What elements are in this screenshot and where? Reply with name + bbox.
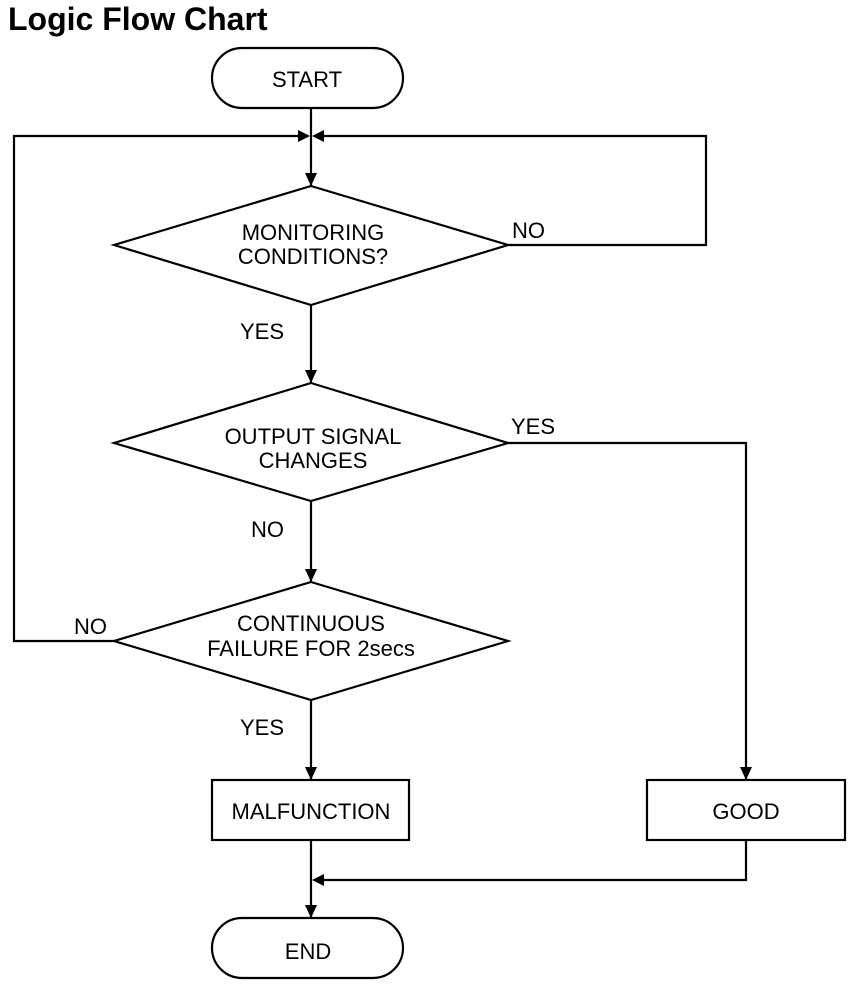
connector-output-yes <box>508 441 748 780</box>
failure-label-line-2: FAILURE FOR 2secs <box>207 636 415 661</box>
output-signal-label-line-1: OUTPUT SIGNAL <box>225 424 402 449</box>
monitoring-conditions-decision: MONITORING CONDITIONS? <box>110 184 512 307</box>
edge-label-monitoring-yes: YES <box>240 319 284 344</box>
edge-label-output-no: NO <box>251 517 284 542</box>
edge-label-output-yes: YES <box>511 414 555 439</box>
good-box: GOOD <box>645 778 847 842</box>
arrowhead-into-monitoring <box>305 173 317 186</box>
start-label: START <box>272 67 342 92</box>
connector-failure-no-loop <box>12 134 308 643</box>
arrowheads <box>298 130 752 918</box>
edge-label-failure-no: NO <box>74 614 107 639</box>
arrowhead-into-good <box>740 767 752 780</box>
arrowhead-into-malfunction <box>305 767 317 780</box>
connector-good-end <box>314 840 748 882</box>
arrowhead-into-start-line-left <box>298 130 310 142</box>
malfunction-label: MALFUNCTION <box>232 799 391 824</box>
arrowhead-into-failure <box>305 569 317 582</box>
malfunction-box: MALFUNCTION <box>210 778 411 842</box>
page-title: Logic Flow Chart <box>8 1 268 37</box>
connectors <box>12 108 748 918</box>
output-signal-label-line-2: CHANGES <box>259 448 368 473</box>
monitoring-label-line-1: MONITORING <box>242 220 385 245</box>
edge-label-monitoring-no: NO <box>512 218 545 243</box>
good-label: GOOD <box>712 799 779 824</box>
edge-label-failure-yes: YES <box>240 715 284 740</box>
arrowhead-into-join <box>312 874 324 886</box>
arrowhead-into-start-line-right <box>312 130 324 142</box>
end-label: END <box>285 939 331 964</box>
connector-monitoring-no-loop <box>314 134 708 247</box>
output-signal-changes-decision: OUTPUT SIGNAL CHANGES <box>110 381 512 503</box>
failure-label-line-1: CONTINUOUS <box>237 611 385 636</box>
arrowhead-into-end <box>305 905 317 918</box>
arrowhead-into-output <box>305 370 317 383</box>
end-node: END <box>210 916 405 980</box>
monitoring-label-line-2: CONDITIONS? <box>238 244 388 269</box>
start-node: START <box>210 46 405 110</box>
continuous-failure-decision: CONTINUOUS FAILURE FOR 2secs <box>110 580 512 702</box>
